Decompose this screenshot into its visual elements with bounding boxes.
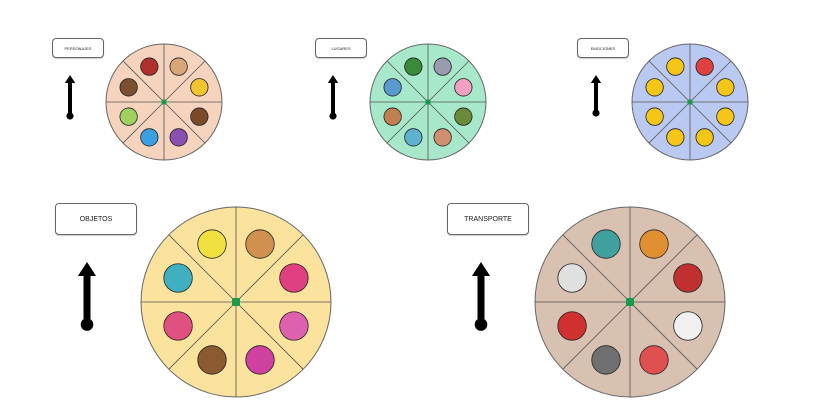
segment-picture-icon [454,78,473,97]
segment-divider [427,101,470,144]
spinner-wheel-objetos[interactable] [140,206,332,398]
segment-divider [629,234,698,303]
segment-picture-icon [119,78,138,97]
segment-picture-icon [695,57,714,76]
segment-picture-icon [245,345,275,375]
spinner-arrow-icon[interactable] [590,75,602,117]
segment-divider [689,101,732,144]
spinner-arrow-icon[interactable] [64,75,76,120]
segment-divider [648,60,691,103]
wheel-label-emociones[interactable]: EMOCIONES [577,38,629,58]
segment-picture-icon [716,78,735,97]
segment-picture-icon [433,57,452,76]
segment-picture-icon [163,311,193,341]
wheel-center-pin [161,99,167,105]
segment-picture-icon [433,128,452,147]
segment-picture-icon [197,229,227,259]
segment-divider [163,60,206,103]
wheel-center-pin [232,298,240,306]
spinner-wheel-lugares[interactable] [369,43,487,161]
segment-picture-icon [404,128,423,147]
spinner-arrow-icon[interactable] [77,262,97,331]
segment-divider [235,234,304,303]
segment-picture-icon [383,107,402,126]
spinner-wheel-emociones[interactable] [631,43,749,161]
segment-picture-icon [557,263,587,293]
wheel-center-pin [687,99,693,105]
segment-picture-icon [140,57,159,76]
segment-picture-icon [169,57,188,76]
segment-picture-icon [695,128,714,147]
segment-picture-icon [666,57,685,76]
spinner-wheel-personajes[interactable] [105,43,223,161]
segment-picture-icon [140,128,159,147]
segment-divider [629,301,698,370]
segment-divider [235,301,304,370]
spinner-arrow-icon[interactable] [471,262,491,331]
segment-picture-icon [639,229,669,259]
segment-divider [562,234,631,303]
segment-picture-icon [645,107,664,126]
segment-picture-icon [383,78,402,97]
segment-picture-icon [245,229,275,259]
spinner-wheel-transporte[interactable] [534,206,726,398]
segment-divider [562,301,631,370]
wheel-label-lugares[interactable]: LUGARES [315,38,367,58]
segment-picture-icon [190,78,209,97]
segment-picture-icon [591,345,621,375]
segment-divider [122,101,165,144]
segment-picture-icon [279,263,309,293]
segment-picture-icon [119,107,138,126]
wheel-center-pin [626,298,634,306]
segment-picture-icon [639,345,669,375]
segment-picture-icon [666,128,685,147]
segment-picture-icon [645,78,664,97]
spinner-arrow-icon[interactable] [327,75,339,120]
segment-divider [689,60,732,103]
segment-picture-icon [673,311,703,341]
segment-picture-icon [190,107,209,126]
segment-divider [386,101,429,144]
segment-divider [386,60,429,103]
segment-picture-icon [169,128,188,147]
wheel-label-transporte[interactable]: TRANSPORTE [447,203,529,235]
segment-picture-icon [404,57,423,76]
segment-divider [427,60,470,103]
segment-divider [648,101,691,144]
segment-divider [168,301,237,370]
segment-picture-icon [197,345,227,375]
segment-divider [163,101,206,144]
segment-picture-icon [557,311,587,341]
segment-picture-icon [673,263,703,293]
wheel-center-pin [425,99,431,105]
wheel-label-objetos[interactable]: OBJETOS [55,203,137,235]
segment-divider [122,60,165,103]
wheel-label-personajes[interactable]: PERSONAJES [52,38,104,58]
segment-picture-icon [163,263,193,293]
segment-picture-icon [716,107,735,126]
segment-divider [168,234,237,303]
segment-picture-icon [591,229,621,259]
segment-picture-icon [454,107,473,126]
segment-picture-icon [279,311,309,341]
